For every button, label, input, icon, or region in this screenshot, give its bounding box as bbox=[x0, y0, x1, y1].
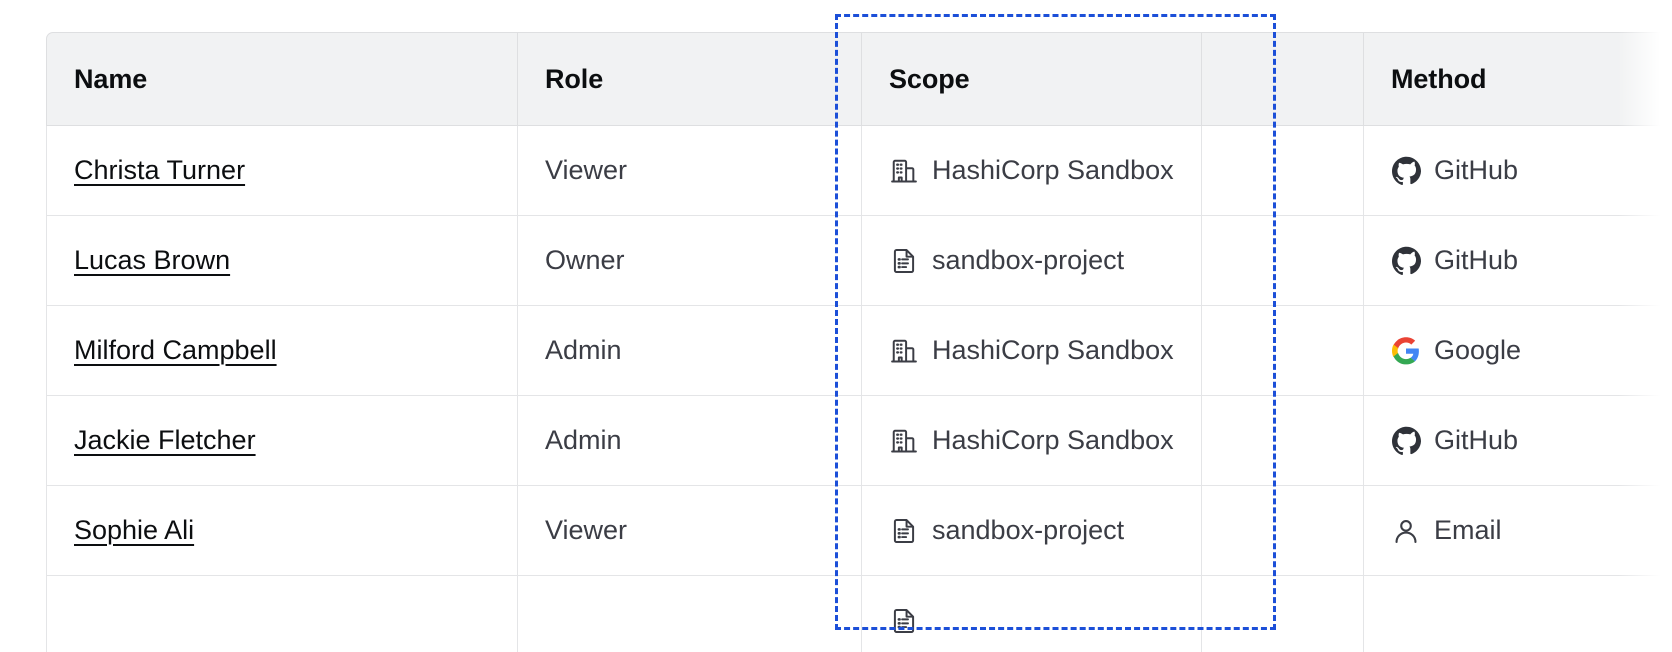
cell-method bbox=[1364, 576, 1672, 652]
role-value: Owner bbox=[545, 245, 625, 275]
table-row: Lucas Brown Owner sandbox-project GitHub bbox=[46, 216, 1672, 306]
method-value-group: GitHub bbox=[1391, 155, 1672, 186]
member-name-link[interactable]: Sophie Ali bbox=[74, 515, 195, 545]
cell-role: Admin bbox=[518, 306, 862, 396]
method-label: Google bbox=[1434, 335, 1522, 365]
google-icon bbox=[1391, 336, 1421, 366]
cell-method: Google bbox=[1364, 306, 1672, 396]
scope-label: sandbox-project bbox=[932, 515, 1125, 545]
method-label: Email bbox=[1434, 515, 1502, 545]
table-row bbox=[46, 576, 1672, 652]
cell-blank bbox=[1202, 216, 1364, 306]
role-value: Viewer bbox=[545, 515, 628, 545]
cell-scope: HashiCorp Sandbox bbox=[862, 396, 1202, 486]
cell-scope: HashiCorp Sandbox bbox=[862, 306, 1202, 396]
cell-role: Admin bbox=[518, 396, 862, 486]
member-name-link[interactable]: Milford Campbell bbox=[74, 335, 277, 365]
cell-method: GitHub bbox=[1364, 396, 1672, 486]
column-header-name[interactable]: Name bbox=[46, 32, 518, 126]
cell-blank bbox=[1202, 306, 1364, 396]
column-header-method[interactable]: Method bbox=[1364, 32, 1672, 126]
cell-blank bbox=[1202, 396, 1364, 486]
cell-name: Milford Campbell bbox=[46, 306, 518, 396]
role-value: Admin bbox=[545, 425, 622, 455]
cell-role bbox=[518, 576, 862, 652]
project-document-icon bbox=[889, 516, 919, 546]
cell-role: Viewer bbox=[518, 126, 862, 216]
method-label: GitHub bbox=[1434, 245, 1519, 275]
organization-icon bbox=[889, 336, 919, 366]
github-icon bbox=[1391, 246, 1421, 276]
column-header-scope[interactable]: Scope bbox=[862, 32, 1202, 126]
cell-blank bbox=[1202, 576, 1364, 652]
cell-blank bbox=[1202, 486, 1364, 576]
github-icon bbox=[1391, 156, 1421, 186]
scope-value-group: sandbox-project bbox=[889, 245, 1201, 276]
member-name-link[interactable]: Jackie Fletcher bbox=[74, 425, 256, 455]
member-name-link[interactable]: Lucas Brown bbox=[74, 245, 231, 275]
method-value-group: Google bbox=[1391, 335, 1672, 366]
method-value-group: GitHub bbox=[1391, 425, 1672, 456]
scope-label: HashiCorp Sandbox bbox=[932, 425, 1174, 455]
cell-method: GitHub bbox=[1364, 126, 1672, 216]
cell-method: GitHub bbox=[1364, 216, 1672, 306]
user-icon bbox=[1391, 516, 1421, 546]
cell-name: Sophie Ali bbox=[46, 486, 518, 576]
cell-scope bbox=[862, 576, 1202, 652]
project-document-icon bbox=[889, 246, 919, 276]
scope-label: HashiCorp Sandbox bbox=[932, 155, 1174, 185]
cell-scope: sandbox-project bbox=[862, 216, 1202, 306]
table-header: Name Role Scope Method bbox=[46, 32, 1672, 126]
organization-icon bbox=[889, 426, 919, 456]
method-value-group: GitHub bbox=[1391, 245, 1672, 276]
cell-name: Jackie Fletcher bbox=[46, 396, 518, 486]
cell-scope: sandbox-project bbox=[862, 486, 1202, 576]
table-row: Jackie Fletcher Admin HashiCorp Sandbox Git… bbox=[46, 396, 1672, 486]
scope-value-group: sandbox-project bbox=[889, 515, 1201, 546]
cell-role: Viewer bbox=[518, 486, 862, 576]
cell-name: Christa Turner bbox=[46, 126, 518, 216]
scope-value-group bbox=[889, 606, 1201, 636]
column-header-role[interactable]: Role bbox=[518, 32, 862, 126]
cell-method: Email bbox=[1364, 486, 1672, 576]
organization-icon bbox=[889, 156, 919, 186]
project-document-icon bbox=[889, 606, 919, 636]
role-value: Admin bbox=[545, 335, 622, 365]
member-name-link[interactable]: Christa Turner bbox=[74, 155, 246, 185]
method-value-group: Email bbox=[1391, 515, 1672, 546]
table-row: Christa Turner Viewer HashiCorp Sandbox Git… bbox=[46, 126, 1672, 216]
table-header-row: Name Role Scope Method bbox=[46, 32, 1672, 126]
table-row: Sophie Ali Viewer sandbox-project Email bbox=[46, 486, 1672, 576]
method-label: GitHub bbox=[1434, 155, 1519, 185]
method-label: GitHub bbox=[1434, 425, 1519, 455]
scope-value-group: HashiCorp Sandbox bbox=[889, 155, 1201, 186]
cell-name: Lucas Brown bbox=[46, 216, 518, 306]
role-value: Viewer bbox=[545, 155, 628, 185]
cell-blank bbox=[1202, 126, 1364, 216]
scope-label: HashiCorp Sandbox bbox=[932, 335, 1174, 365]
scope-value-group: HashiCorp Sandbox bbox=[889, 425, 1201, 456]
cell-scope: HashiCorp Sandbox bbox=[862, 126, 1202, 216]
table-row: Milford Campbell Admin HashiCorp Sandbox Go… bbox=[46, 306, 1672, 396]
github-icon bbox=[1391, 426, 1421, 456]
column-header-blank bbox=[1202, 32, 1364, 126]
cell-name bbox=[46, 576, 518, 652]
scope-label: sandbox-project bbox=[932, 245, 1125, 275]
cell-role: Owner bbox=[518, 216, 862, 306]
scope-value-group: HashiCorp Sandbox bbox=[889, 335, 1201, 366]
